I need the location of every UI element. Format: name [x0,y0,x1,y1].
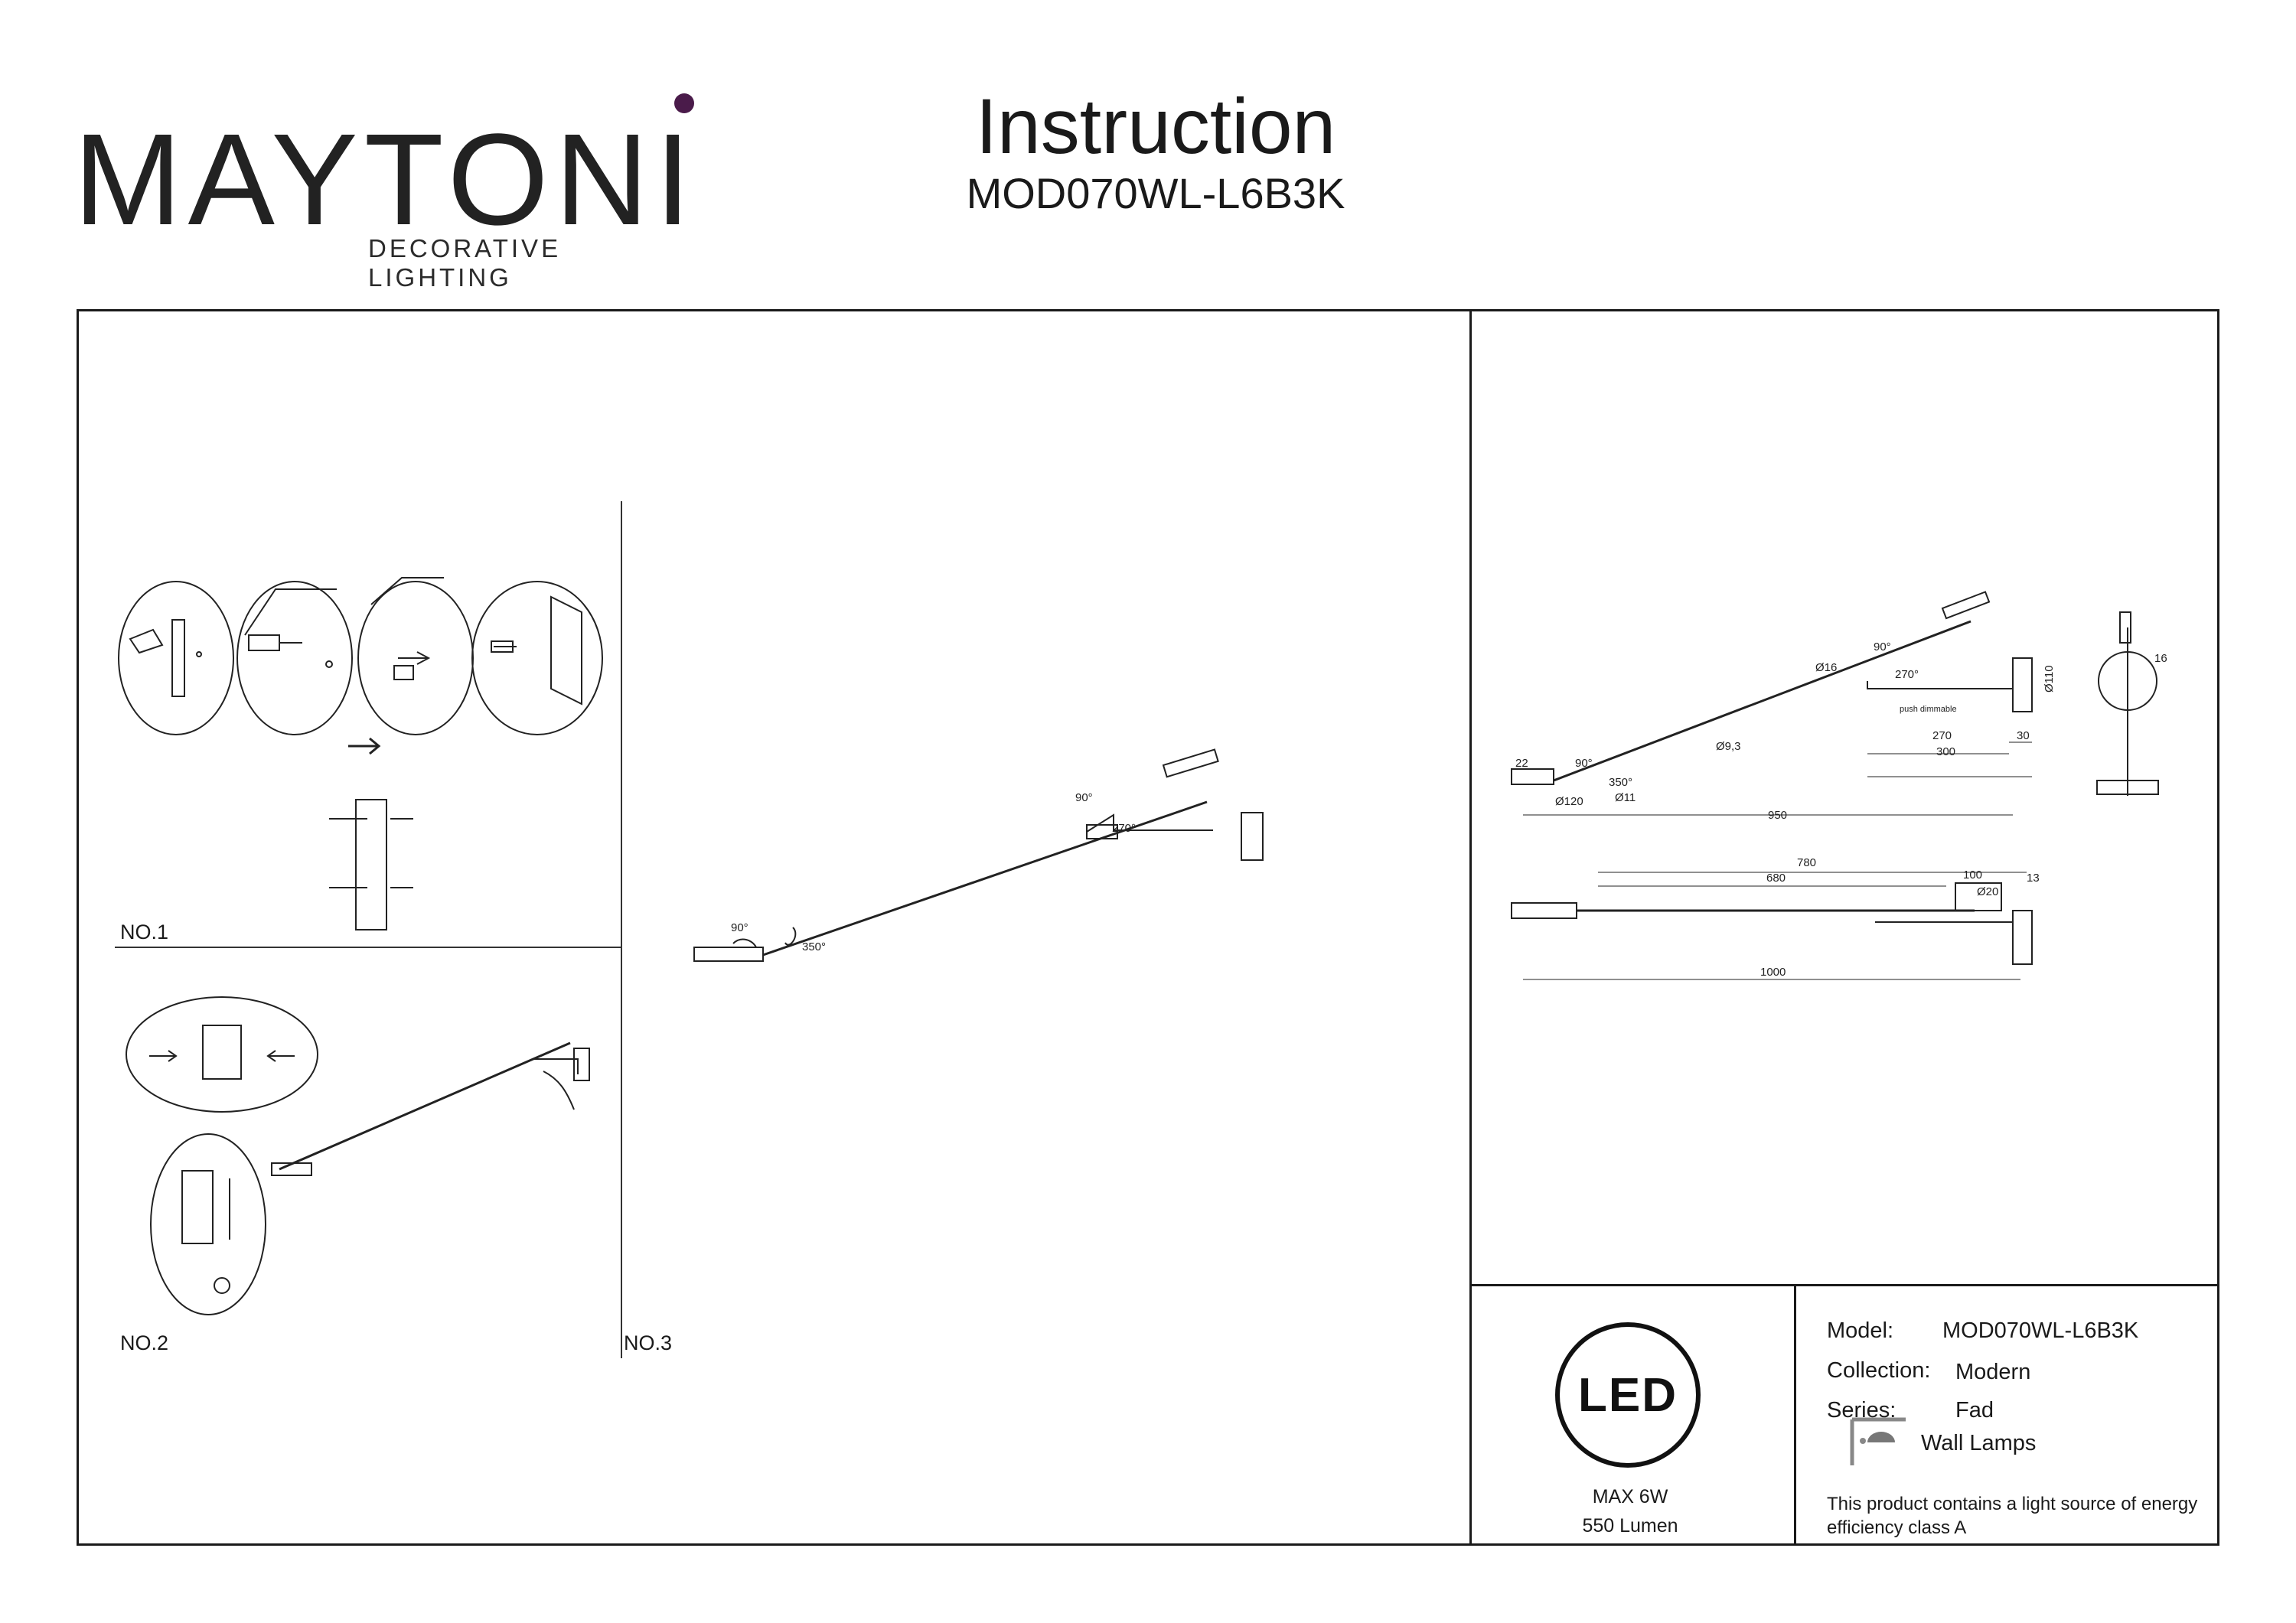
angle-head-rotate: 350° [802,940,826,953]
content-frame [77,309,2219,1546]
max-power: MAX 6W [1592,1486,1668,1507]
angle-head-tilt: 90° [731,921,748,934]
spec-column-divider [1794,1284,1796,1546]
document-title: Instruction [975,83,1336,170]
model-label: Model: [1827,1318,1894,1343]
dim-w950: 950 [1768,809,1787,822]
dim-w16: 16 [2154,652,2167,665]
dim-d110: Ø110 [2043,665,2056,693]
dim-d16: Ø16 [1815,661,1837,674]
dim-d93: Ø9,3 [1716,740,1741,753]
brand-dot [674,93,694,113]
model-value: MOD070WL-L6B3K [1942,1318,2139,1343]
dim-w270: 270 [1932,729,1952,742]
dim-angle-350: 350° [1609,776,1632,789]
brand-logo: MAYTONI DECORATIVE LIGHTING [73,92,709,292]
angle-base-swivel: 270° [1112,822,1136,835]
series-value: Fad [1955,1398,1994,1423]
dim-w30: 30 [2017,729,2030,742]
dimension-drawing: Ø16 90° 270° push dimmable Ø110 Ø9,3 22 … [1511,591,2167,980]
collection-label: Collection: [1827,1358,1931,1383]
dim-d20: Ø20 [1977,885,1998,898]
dim-w1000: 1000 [1760,966,1786,979]
spec-divider [1469,1284,2219,1286]
document-model: MOD070WL-L6B3K [966,169,1345,217]
step3-illustration: 90° 270° 90° 350° [693,748,1264,962]
wall-lamp-icon [1850,1417,1906,1465]
dim-d11: Ø11 [1615,791,1636,804]
angle-arm-top: 90° [1075,791,1093,804]
dim-angle-90: 90° [1874,640,1891,653]
led-badge: LED [1555,1322,1701,1468]
frame-divider [1469,309,1472,1546]
dim-w13: 13 [2027,872,2040,885]
dim-w100: 100 [1963,869,1982,882]
step-divider-horizontal [115,947,621,948]
step-label-2: NO.2 [120,1331,169,1354]
brand-wordmark: MAYTONI [73,107,697,253]
power-info: MAX 6W 550 Lumen [1500,1482,1760,1540]
dim-d120: Ø120 [1555,795,1583,808]
dim-w780: 780 [1797,856,1816,869]
energy-note: This product contains a light source of … [1827,1494,2198,1538]
dim-w680: 680 [1766,872,1786,885]
led-label: LED [1578,1368,1678,1422]
step2-illustration [126,996,590,1315]
dim-push-dimmable: push dimmable [1900,705,1957,714]
dim-w22: 22 [1515,757,1528,770]
brand-tagline: DECORATIVE LIGHTING [368,234,562,292]
step-label-1: NO.1 [120,921,169,943]
step-divider-vertical [621,501,622,1358]
dim-angle-90b: 90° [1575,757,1593,770]
step-label-3: NO.3 [624,1331,673,1354]
collection-value: Modern [1955,1360,2031,1384]
dim-w300: 300 [1936,745,1955,758]
step1-illustration [118,577,603,930]
dim-angle-270: 270° [1895,668,1919,681]
title-block: Instruction MOD070WL-L6B3K [941,84,1370,219]
lumen-output: 550 Lumen [1582,1515,1678,1537]
type-value: Wall Lamps [1921,1431,2037,1455]
